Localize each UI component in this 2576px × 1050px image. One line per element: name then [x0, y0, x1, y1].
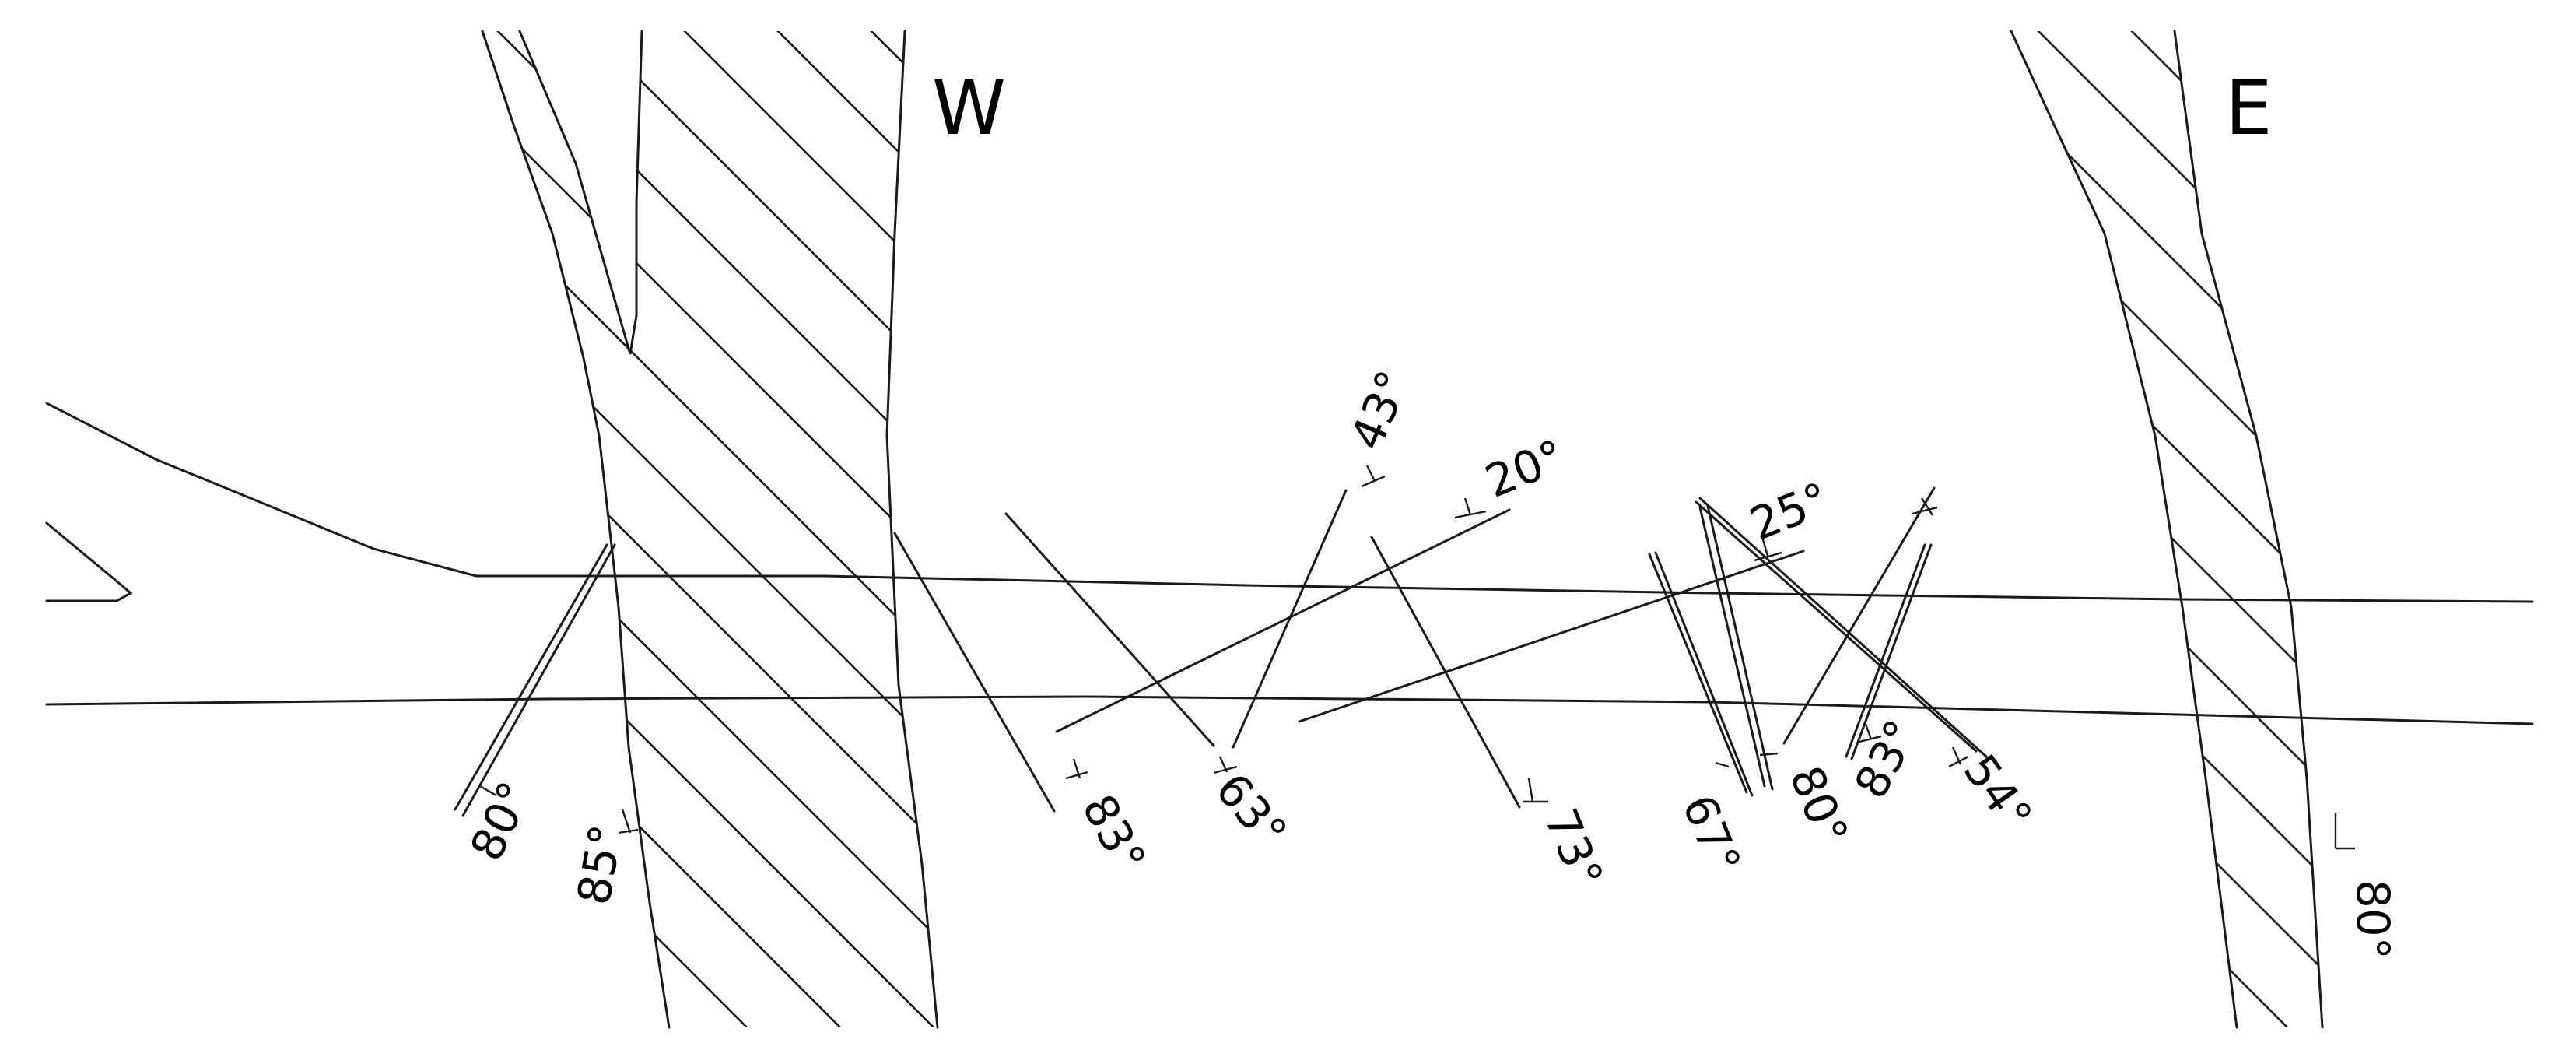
- west-formation-inner-boundary: [518, 30, 643, 355]
- dip-label-12: 54°: [1954, 745, 2043, 841]
- dip-symbol-8: [1648, 551, 1754, 797]
- dip-label-4: 63°: [1205, 763, 1297, 858]
- horizontal-contacts: [45, 402, 2534, 725]
- dip-symbol-1: [454, 543, 616, 817]
- upper-contact-line: [45, 402, 2534, 603]
- west-label: W: [932, 65, 1006, 152]
- west-wedge-outline: [45, 521, 133, 602]
- west-formation-outer-left-boundary: [481, 30, 671, 1029]
- dip-label-13: 80°: [2346, 880, 2399, 960]
- east-formation-left-boundary: [2010, 30, 2238, 1029]
- dip-label-6: 20°: [1478, 429, 1572, 508]
- dip-symbol-13: [2334, 813, 2355, 850]
- dip-symbol-5: [1232, 465, 1386, 749]
- dip-label-1: 80°: [460, 774, 541, 869]
- dip-symbol-9: [1698, 504, 1779, 791]
- dip-symbol-4: [1004, 512, 1238, 774]
- dip-symbol-11: [1695, 497, 1988, 768]
- dip-symbol-6: [1055, 497, 1511, 733]
- dip-label-3: 83°: [1072, 786, 1156, 882]
- west-formation-right-boundary: [885, 30, 939, 1029]
- east-label: E: [2225, 65, 2273, 152]
- dip-label-9: 80°: [1779, 759, 1859, 853]
- lower-contact-line: [45, 695, 2534, 725]
- dip-label-10: 25°: [1743, 472, 1837, 551]
- dip-symbol-2: [618, 809, 639, 834]
- east-formation-right-boundary: [2173, 30, 2324, 1029]
- dip-label-7: 73°: [1534, 802, 1614, 896]
- dip-symbol-3: [893, 532, 1088, 813]
- dip-symbol-12: [1782, 486, 1938, 760]
- dip-label-8: 67°: [1672, 788, 1751, 882]
- dip-symbol-7: [1370, 536, 1548, 809]
- dip-label-2: 85°: [567, 820, 633, 908]
- dip-label-5: 43°: [1340, 363, 1420, 457]
- dip-measurements: [454, 465, 2355, 850]
